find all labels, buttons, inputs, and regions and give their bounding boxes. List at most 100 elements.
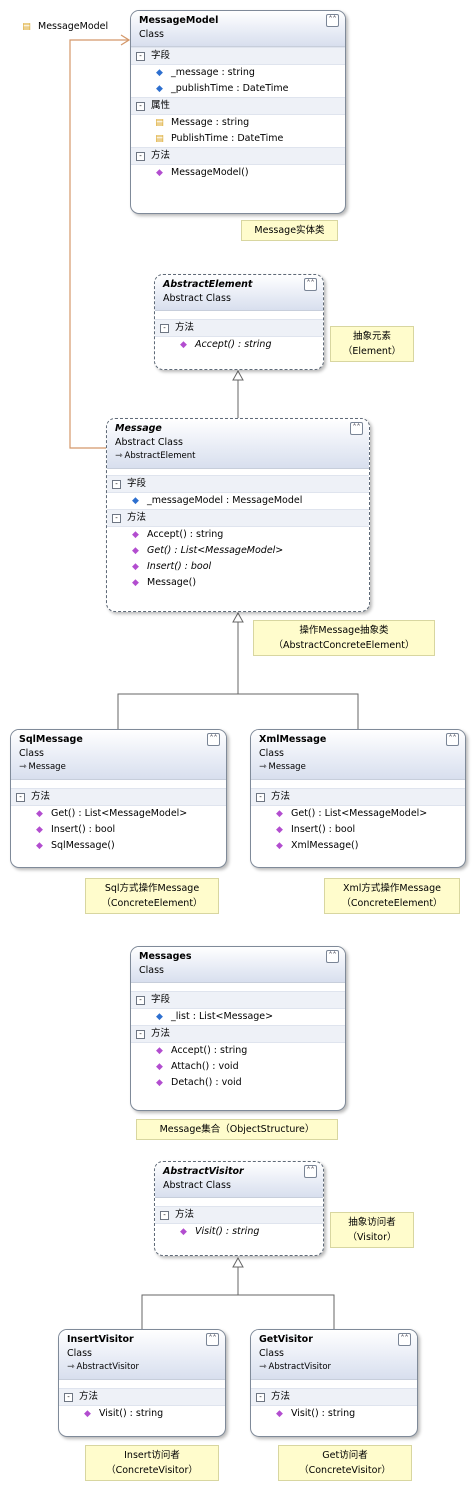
method-item[interactable]: ◆Message() (107, 575, 369, 591)
collapse-section-icon[interactable]: - (136, 996, 145, 1005)
method-item[interactable]: ◆Accept() : string (131, 1043, 345, 1059)
method-icon: ◆ (276, 841, 283, 851)
section-label: 方法 (151, 150, 171, 161)
note-line: Message集合（ObjectStructure） (159, 1124, 315, 1135)
methods-section-header[interactable]: -方法 (155, 319, 323, 337)
method-item[interactable]: ◆Insert() : bool (11, 822, 226, 838)
property-item[interactable]: ▤Message : string (131, 115, 345, 131)
class-getvisitor[interactable]: GetVisitor Class ⇾AbstractVisitor ˄˄ -方法… (250, 1329, 418, 1437)
member-text: Visit() : string (195, 1226, 260, 1237)
collapse-section-icon[interactable]: - (256, 1393, 265, 1402)
collapse-icon[interactable]: ˄˄ (398, 1333, 411, 1346)
field-item[interactable]: ◆_list : List<Message> (131, 1009, 345, 1025)
field-item[interactable]: ◆_message : string (131, 65, 345, 81)
collapse-section-icon[interactable]: - (136, 52, 145, 61)
class-name: Message (115, 423, 162, 434)
collapse-section-icon[interactable]: - (160, 324, 169, 333)
member-text: Message : string (171, 117, 250, 128)
methods-section-header[interactable]: -方法 (131, 1025, 345, 1043)
collapse-section-icon[interactable]: - (136, 152, 145, 161)
method-item[interactable]: ◆Get() : List<MessageModel> (11, 806, 226, 822)
properties-section-header[interactable]: -属性 (131, 97, 345, 115)
class-abstractelement[interactable]: AbstractElement Abstract Class ˄˄ -方法 ◆A… (154, 274, 324, 370)
method-item[interactable]: ◆XmlMessage() (251, 838, 465, 854)
method-item[interactable]: ◆Visit() : string (155, 1224, 323, 1240)
section-label: 字段 (127, 478, 147, 489)
method-item[interactable]: ◆ Insert() : bool (251, 822, 465, 838)
member-text: Accept() : string (171, 1045, 248, 1056)
collapse-icon[interactable]: ˄˄ (446, 733, 459, 746)
methods-section-header[interactable]: -方法 (107, 509, 369, 527)
collapse-section-icon[interactable]: - (256, 793, 265, 802)
class-abstractvisitor[interactable]: AbstractVisitor Abstract Class ˄˄ -方法 ◆V… (154, 1161, 324, 1256)
member-text: Get() : List<MessageModel> (291, 808, 428, 819)
class-xmlmessage[interactable]: XmlMessage Class ⇾Message ˄˄ -方法 ◆Get() … (250, 729, 466, 868)
note-line: Get访问者 (322, 1450, 368, 1461)
method-item[interactable]: ◆Insert() : bool (107, 559, 369, 575)
fields-section-header[interactable]: -字段 (131, 47, 345, 65)
method-item[interactable]: ◆Get() : List<MessageModel> (107, 543, 369, 559)
base-class: ⇾Message (259, 760, 458, 774)
base-class-name: Message (28, 762, 66, 772)
methods-section-header[interactable]: -方法 (59, 1388, 225, 1406)
member-text: Insert() : bool (51, 824, 116, 835)
collapse-section-icon[interactable]: - (64, 1393, 73, 1402)
method-icon: ◆ (132, 530, 139, 540)
messagemodel-shortcut[interactable]: ▤MessageModel (20, 21, 108, 32)
methods-section-header[interactable]: -方法 (251, 788, 465, 806)
note-line: （ConcreteElement） (341, 898, 443, 909)
member-text: Get() : List<MessageModel> (147, 545, 284, 556)
field-icon: ◆ (156, 84, 163, 94)
inheritance-triangle-abstractelement (232, 369, 244, 381)
method-item[interactable]: ◆Detach() : void (131, 1075, 345, 1091)
class-sqlmessage[interactable]: SqlMessage Class ⇾Message ˄˄ -方法 ◆Get() … (10, 729, 227, 868)
method-icon: ◆ (132, 562, 139, 572)
collapse-icon[interactable]: ˄˄ (326, 14, 339, 27)
collapse-section-icon[interactable]: - (16, 793, 25, 802)
methods-section-header[interactable]: -方法 (131, 147, 345, 165)
method-item[interactable]: ◆Visit() : string (59, 1406, 225, 1422)
methods-section-header[interactable]: -方法 (11, 788, 226, 806)
member-text: Visit() : string (291, 1408, 356, 1419)
method-icon: ◆ (276, 825, 283, 835)
method-item[interactable]: ◆SqlMessage() (11, 838, 226, 854)
method-item[interactable]: ◆Get() : List<MessageModel> (251, 806, 465, 822)
methods-section-header[interactable]: -方法 (251, 1388, 417, 1406)
class-kind: Class (139, 965, 164, 976)
section-label: 方法 (271, 791, 291, 802)
method-item[interactable]: ◆ Visit() : string (251, 1406, 417, 1422)
method-item[interactable]: ◆Accept() : string (155, 337, 323, 353)
collapse-icon[interactable]: ˄˄ (350, 422, 363, 435)
field-icon: ◆ (132, 496, 139, 506)
collapse-section-icon[interactable]: - (112, 480, 121, 489)
inheritance-triangle-abstractvisitor (232, 1256, 244, 1268)
collapse-section-icon[interactable]: - (136, 1030, 145, 1039)
collapse-section-icon[interactable]: - (112, 514, 121, 523)
collapse-icon[interactable]: ˄˄ (206, 1333, 219, 1346)
field-item[interactable]: ◆_publishTime : DateTime (131, 81, 345, 97)
fields-section-header[interactable]: -字段 (131, 991, 345, 1009)
collapse-icon[interactable]: ˄˄ (326, 950, 339, 963)
method-item[interactable]: ◆MessageModel() (131, 165, 345, 181)
class-messages[interactable]: Messages Class ˄˄ -字段 ◆_list : List<Mess… (130, 946, 346, 1111)
class-messagemodel[interactable]: MessageModel Class ˄˄ -字段 ◆_message : st… (130, 10, 346, 214)
collapse-icon[interactable]: ˄˄ (207, 733, 220, 746)
method-item[interactable]: ◆Attach() : void (131, 1059, 345, 1075)
member-text: Insert() : bool (291, 824, 356, 835)
collapse-icon[interactable]: ˄˄ (304, 1165, 317, 1178)
collapse-icon[interactable]: ˄˄ (304, 278, 317, 291)
method-icon: ◆ (276, 1409, 283, 1419)
collapse-section-icon[interactable]: - (160, 1211, 169, 1220)
class-message[interactable]: Message Abstract Class ⇾AbstractElement … (106, 418, 370, 612)
fields-section-header[interactable]: -字段 (107, 475, 369, 493)
class-kind: Class (259, 748, 284, 759)
class-insertvisitor[interactable]: InsertVisitor Class ⇾AbstractVisitor ˄˄ … (58, 1329, 226, 1437)
property-item[interactable]: ▤PublishTime : DateTime (131, 131, 345, 147)
class-header: Message Abstract Class ⇾AbstractElement … (107, 419, 369, 469)
field-item[interactable]: ◆_messageModel : MessageModel (107, 493, 369, 509)
methods-section-header[interactable]: -方法 (155, 1206, 323, 1224)
note-insertvisitor: Insert访问者 （ConcreteVisitor） (85, 1445, 219, 1481)
method-item[interactable]: ◆Accept() : string (107, 527, 369, 543)
collapse-section-icon[interactable]: - (136, 102, 145, 111)
